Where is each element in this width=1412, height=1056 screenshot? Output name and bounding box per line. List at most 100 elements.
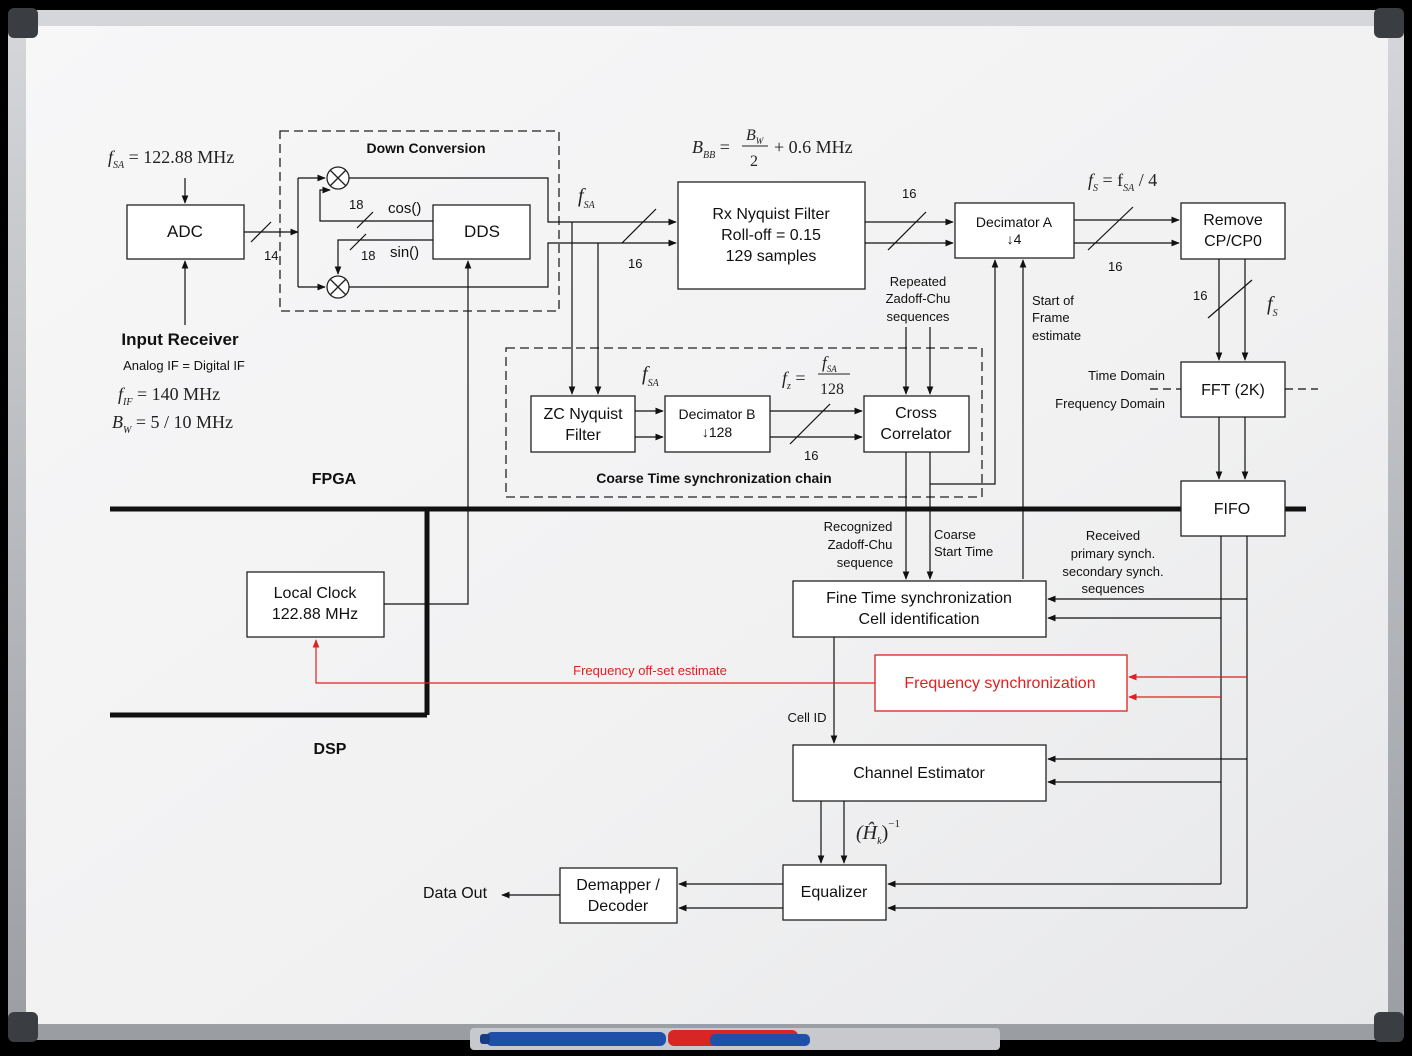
cos-bus-width: 18 bbox=[349, 197, 363, 212]
equalizer-label: Equalizer bbox=[801, 884, 868, 901]
svg-text:BBB =: BBB = bbox=[692, 137, 730, 161]
start-of-frame-line-3: estimate bbox=[1032, 328, 1081, 343]
recognized-zc-line-2: Zadoff-Chu bbox=[828, 537, 893, 552]
fft-label: FFT (2K) bbox=[1201, 382, 1265, 399]
bbb-equation: BBB = BW 2 + 0.6 MHz bbox=[692, 127, 853, 170]
rx-filter-line-2: Roll-off = 0.15 bbox=[721, 227, 821, 244]
channel-estimator-block bbox=[792, 744, 1047, 802]
fpga-label: FPGA bbox=[312, 471, 357, 488]
adc-block bbox=[126, 204, 245, 260]
rx-nyquist-filter-block bbox=[677, 181, 866, 290]
zc-nyquist-filter-block bbox=[530, 395, 636, 453]
frequency-sync-label: Frequency synchronization bbox=[904, 675, 1095, 692]
mixer-icon bbox=[326, 166, 350, 190]
svg-text:fSA: fSA bbox=[822, 353, 837, 374]
received-synch-line-3: secondary synch. bbox=[1062, 564, 1163, 579]
rx-input-bus-width: 16 bbox=[628, 256, 642, 271]
fs-equation: fS = fSA / 4 bbox=[1088, 170, 1157, 194]
corner-cap bbox=[8, 1012, 38, 1042]
cross-correlator-line-1: Cross bbox=[895, 405, 937, 422]
corner-cap bbox=[8, 8, 38, 38]
dds-label: DDS bbox=[464, 222, 500, 241]
svg-text:2: 2 bbox=[750, 153, 758, 170]
dec-a-bus-width: 16 bbox=[1108, 259, 1122, 274]
fs-remove-cp-label: fS bbox=[1267, 293, 1278, 319]
repeated-zc-line-1: Repeated bbox=[890, 274, 946, 289]
start-of-frame-line-2: Frame bbox=[1032, 310, 1070, 325]
decimator-b-block bbox=[664, 395, 771, 453]
mixer-icon bbox=[326, 275, 350, 299]
demapper-decoder-block bbox=[559, 867, 678, 924]
adc-bus-width: 14 bbox=[264, 248, 278, 263]
rx-filter-line-3: 129 samples bbox=[726, 248, 817, 265]
fifo-label: FIFO bbox=[1214, 501, 1250, 518]
equalizer-block bbox=[782, 864, 887, 921]
fine-time-sync-block bbox=[792, 580, 1047, 638]
adc-label: ADC bbox=[167, 222, 203, 241]
fz-equation: fz = fSA 128 bbox=[782, 353, 850, 398]
start-of-frame-line-1: Start of bbox=[1032, 293, 1074, 308]
bw-equation: BW = 5 / 10 MHz bbox=[112, 412, 233, 436]
fsa-zc-label: fSA bbox=[642, 363, 660, 389]
fifo-block bbox=[1180, 480, 1286, 537]
local-clock-line-2: 122.88 MHz bbox=[272, 606, 358, 623]
cross-correlator-line-2: Correlator bbox=[880, 426, 952, 443]
marker-pen-icon[interactable] bbox=[480, 1032, 666, 1046]
remove-cp-line-1: Remove bbox=[1203, 212, 1263, 229]
down-conversion-group bbox=[279, 130, 560, 312]
cell-id-label: Cell ID bbox=[787, 710, 826, 725]
fsa-equation: fSA = 122.88 MHz bbox=[108, 147, 234, 171]
svg-text:fz =: fz = bbox=[782, 368, 806, 392]
decimator-b-label: Decimator B bbox=[678, 406, 755, 422]
decimator-b-factor: ↓128 bbox=[702, 424, 733, 440]
repeated-zc-line-3: sequences bbox=[887, 309, 950, 324]
svg-text:128: 128 bbox=[820, 381, 844, 398]
sin-label: sin() bbox=[390, 244, 419, 261]
frequency-offset-label: Frequency off-set estimate bbox=[573, 663, 727, 678]
bus-width-slashes bbox=[250, 206, 1253, 445]
analog-if-label: Analog IF = Digital IF bbox=[123, 358, 245, 373]
frequency-sync-block bbox=[874, 654, 1128, 712]
remove-cp-block bbox=[1180, 202, 1286, 260]
demapper-line-2: Decoder bbox=[588, 898, 649, 915]
dds-block bbox=[432, 204, 531, 260]
recognized-zc-line-1: Recognized bbox=[824, 519, 893, 534]
decimator-a-factor: ↓4 bbox=[1007, 231, 1022, 247]
data-out-label: Data Out bbox=[423, 885, 488, 902]
rx-filter-line-1: Rx Nyquist Filter bbox=[712, 206, 830, 223]
svg-text:+ 0.6 MHz: + 0.6 MHz bbox=[774, 137, 853, 157]
decimator-a-label: Decimator A bbox=[976, 214, 1053, 230]
coarse-chain-group bbox=[505, 347, 983, 498]
input-receiver-label: Input Receiver bbox=[121, 330, 239, 349]
received-synch-line-2: primary synch. bbox=[1071, 546, 1156, 561]
down-conversion-title: Down Conversion bbox=[366, 140, 485, 156]
decimator-a-block bbox=[954, 202, 1075, 259]
repeated-zc-line-2: Zadoff-Chu bbox=[886, 291, 951, 306]
coarse-start-line-1: Coarse bbox=[934, 527, 976, 542]
zc-filter-line-1: ZC Nyquist bbox=[543, 406, 623, 423]
channel-estimator-label: Channel Estimator bbox=[853, 765, 985, 782]
fine-time-line-2: Cell identification bbox=[859, 611, 980, 628]
fif-equation: fIF = 140 MHz bbox=[118, 384, 220, 408]
local-clock-line-1: Local Clock bbox=[274, 585, 358, 602]
fine-time-line-1: Fine Time synchronization bbox=[826, 590, 1012, 607]
signal-connections bbox=[181, 174, 1318, 912]
cos-label: cos() bbox=[388, 200, 421, 217]
received-synch-line-4: sequences bbox=[1082, 581, 1145, 596]
corner-cap bbox=[1374, 8, 1404, 38]
inverse-channel-label: (Ĥk)−1 bbox=[856, 818, 900, 847]
dsp-label: DSP bbox=[314, 741, 347, 758]
marker-pen-icon[interactable] bbox=[668, 1030, 810, 1046]
frequency-domain-label: Frequency Domain bbox=[1055, 396, 1165, 411]
svg-text:BW: BW bbox=[746, 127, 765, 146]
coarse-start-line-2: Start Time bbox=[934, 544, 993, 559]
local-clock-block bbox=[246, 571, 385, 638]
sin-bus-width: 18 bbox=[361, 248, 375, 263]
remove-cp-bus-width: 16 bbox=[1193, 288, 1207, 303]
demapper-line-1: Demapper / bbox=[576, 877, 660, 894]
zc-filter-line-2: Filter bbox=[565, 427, 601, 444]
recognized-zc-line-3: sequence bbox=[837, 555, 893, 570]
dec-b-bus-width: 16 bbox=[804, 448, 818, 463]
